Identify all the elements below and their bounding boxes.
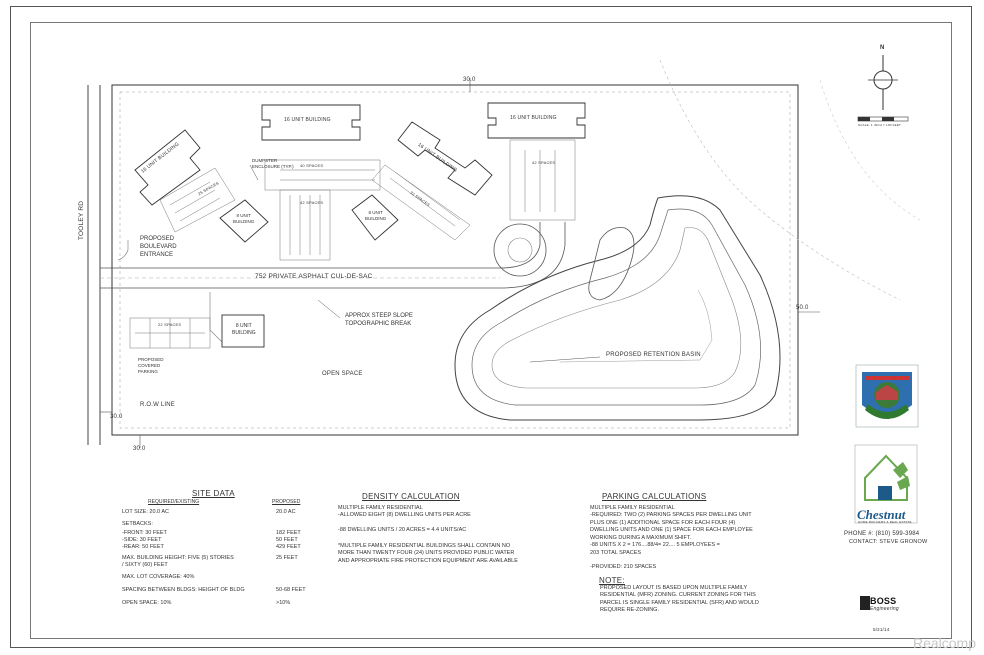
site-data-col1: REQUIRED/EXISTING	[148, 499, 200, 505]
parking-lot-center	[264, 159, 381, 261]
building-label: 16 UNIT BUILDING	[284, 117, 331, 123]
density-note: *MULTIPLE FAMILY RESIDENTIAL BUILDINGS S…	[338, 543, 518, 564]
company-contact: CONTACT: STEVE GRONOW	[849, 539, 928, 545]
density-title: DENSITY CALCULATION	[362, 492, 460, 501]
north-label: N	[880, 45, 885, 51]
site-data-col2: PROPOSED	[272, 499, 301, 505]
site-data-label: MAX. BUILDING HEIGHT: FIVE (5) STORIES	[122, 555, 234, 561]
dim-bottom-label: 30.0	[133, 446, 146, 452]
cul-de-sac-label: 752 PRIVATE ASPHALT CUL-DE-SAC	[255, 273, 373, 280]
entrance-label: PROPOSED BOULEVARD ENTRANCE	[140, 236, 177, 259]
drawing-border	[30, 22, 952, 639]
spaces-label: 42 SPACES	[532, 160, 556, 165]
open-space-label: OPEN SPACE	[322, 371, 363, 377]
site-data-label: SPACING BETWEEN BLDGS: HEIGHT OF BLDG	[122, 587, 245, 593]
building-16-unit-west	[134, 129, 201, 206]
cul-de-sac-bulb	[493, 223, 547, 277]
drive-south-edge	[100, 222, 566, 289]
parking-body: MULTIPLE FAMILY RESIDENTIAL -REQUIRED: T…	[590, 505, 753, 571]
building-label: 16 UNIT BUILDING	[510, 115, 557, 121]
setback-line	[119, 91, 791, 429]
engineer-name: BOSS	[870, 596, 897, 606]
plan-date: 5/21/14	[873, 627, 890, 632]
dim-top-label: 30.0	[463, 77, 476, 83]
parking-lot-east	[509, 139, 576, 221]
building-8-unit-a	[219, 199, 269, 243]
site-data-label: -FRONT: 30 FEET	[122, 530, 167, 536]
retention-basin-label: PROPOSED RETENTION BASIN	[606, 352, 701, 358]
chestnut-logo	[854, 444, 918, 524]
scale-label: SCALE: 1 INCH = 100 FEET	[858, 123, 902, 127]
site-data-value: 429 FEET	[276, 544, 301, 550]
building-16-unit-north	[261, 104, 361, 141]
building-8-unit-b	[351, 194, 399, 241]
site-data-label: -REAR: 50 FEET	[122, 544, 164, 550]
parking-lot-diagonal	[371, 164, 471, 241]
north-arrow	[857, 55, 909, 122]
note-title: NOTE:	[599, 576, 625, 585]
site-data-title: SITE DATA	[192, 489, 235, 498]
site-data-value: 25 FEET	[276, 555, 298, 561]
site-data-label: MAX. LOT COVERAGE: 40%	[122, 574, 195, 580]
site-data-label: OPEN SPACE: 10%	[122, 600, 172, 606]
watermark: Realcomp	[912, 635, 976, 651]
density-body: MULTIPLE FAMILY RESIDENTIAL -ALLOWED EIG…	[338, 505, 471, 534]
dim-left-label: 30.0	[110, 414, 123, 420]
dim-right-label: 50.0	[796, 305, 809, 311]
building-8-unit-c	[221, 314, 265, 348]
property-boundary	[111, 84, 799, 436]
building-16-unit-east	[487, 102, 586, 139]
retention-island	[588, 227, 635, 301]
parking-lot-south	[129, 317, 211, 349]
company-phone: PHONE #: (810) 599-3984	[844, 531, 920, 537]
covered-parking-label: PROPOSED COVERED PARKING	[138, 357, 164, 375]
row-line-label: R.O.W LINE	[140, 402, 176, 408]
sheet-border	[10, 6, 972, 648]
building-label: 8 UNIT BUILDING	[232, 323, 256, 336]
retention-basin-middle	[471, 208, 761, 406]
site-data-value: 50 FEET	[276, 537, 298, 543]
site-data-label: LOT SIZE: 20.0 AC	[122, 509, 169, 515]
engineer-sub: Engineering	[870, 606, 899, 612]
site-data-value: 182 FEET	[276, 530, 301, 536]
site-data-label: -SIDE: 30 FEET	[122, 537, 162, 543]
spaces-label: 22 SPACES	[158, 322, 182, 327]
site-data-value: 50-68 FEET	[276, 587, 306, 593]
drive-north-edge	[100, 222, 541, 269]
site-data-label: / SIXTY (60) FEET	[122, 562, 168, 568]
parking-lot-west	[159, 167, 236, 233]
cul-de-sac-island	[507, 237, 533, 263]
retention-basin-inner	[491, 227, 742, 389]
note-body: PROPOSED LAYOUT IS BASED UPON MULTIPLE F…	[600, 585, 759, 614]
site-data-label: SETBACKS:	[122, 521, 153, 527]
site-data-value: 20.0 AC	[276, 509, 296, 515]
building-label: 8 UNIT BUILDING	[365, 210, 387, 222]
company-name: Chestnut	[857, 507, 906, 522]
boss-engineering-logo	[860, 596, 870, 610]
spaces-label: 40 SPACES	[300, 163, 324, 168]
road-name-label: TOOLEY RD	[78, 200, 85, 240]
dumpster-label: DUMPSTER ENCLOSURE (TYP.)	[252, 158, 294, 170]
parking-title: PARKING CALCULATIONS	[602, 492, 707, 501]
township-seal-logo	[855, 364, 919, 428]
retention-basin-outer	[454, 195, 781, 421]
site-data-value: >10%	[276, 600, 291, 606]
slope-label: APPROX STEEP SLOPE TOPOGRAPHIC BREAK	[345, 313, 413, 328]
building-16-unit-center	[397, 121, 493, 196]
spaces-label: 42 SPACES	[300, 200, 324, 205]
building-label: 8 UNIT BUILDING	[233, 213, 255, 225]
company-tagline: HOME BUILDERS & REAL ESTATE	[858, 520, 912, 524]
